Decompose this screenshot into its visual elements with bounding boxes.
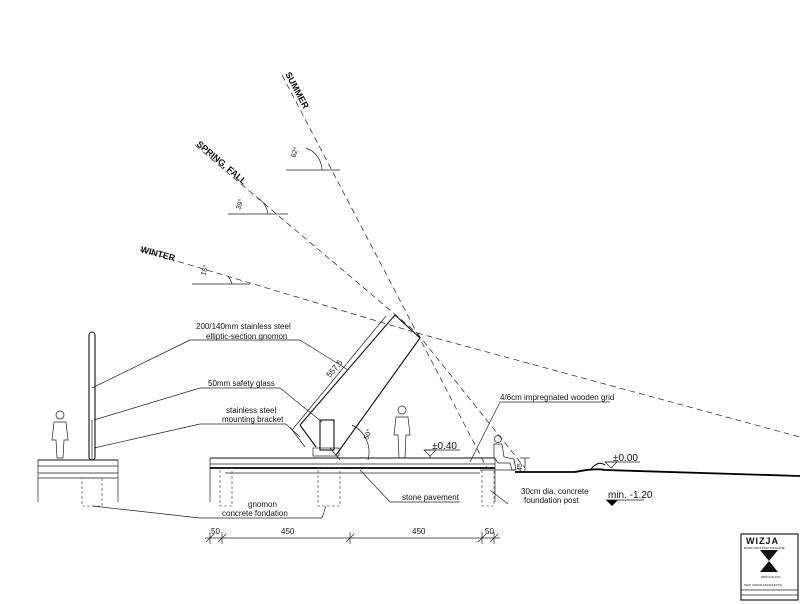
dimension-chain bbox=[205, 532, 500, 544]
left-platform bbox=[37, 459, 119, 507]
spring-fall-ray-label: SPRING, FALL bbox=[195, 139, 249, 187]
gnomon-label-1: 200/140mm stainless steel bbox=[196, 322, 291, 331]
left-gnomon-post bbox=[88, 331, 96, 461]
main-platform bbox=[209, 457, 515, 507]
title-block-line1: BIURO ARCHITEKTONICZNE bbox=[744, 546, 785, 550]
level-markers bbox=[423, 449, 644, 506]
level-zero: ±0.00 bbox=[613, 453, 638, 464]
glass-label: 50mm safety glass bbox=[208, 379, 275, 388]
level-plus040: ±0.40 bbox=[432, 441, 457, 452]
title-block bbox=[740, 533, 799, 601]
foundation-label-2: concrete fondation bbox=[222, 509, 288, 518]
sun-rays bbox=[139, 74, 801, 469]
bracket-label-1: stainless steel bbox=[226, 406, 276, 415]
leader-lines bbox=[91, 339, 610, 519]
dimension-1: 50 bbox=[211, 527, 220, 536]
gnomon bbox=[289, 314, 421, 461]
gnomon-angle: 50° bbox=[362, 428, 373, 441]
grid-label: 4/6cm impregnated wooden grid bbox=[500, 393, 614, 402]
human-figures bbox=[51, 405, 517, 471]
angle-markers bbox=[192, 147, 370, 461]
gnomon-label-2: elliptic-section gnomon bbox=[206, 332, 287, 341]
ground-line bbox=[515, 462, 801, 477]
dimension-2: 450 bbox=[281, 527, 295, 536]
summer-angle: 62° bbox=[289, 146, 300, 159]
winter-ray-label: WINTER bbox=[139, 244, 176, 263]
spring-fall-angle: 39° bbox=[234, 198, 245, 211]
title-block-logo: WIZJA bbox=[746, 536, 779, 546]
dimension-4: 50 bbox=[485, 527, 494, 536]
winter-angle: 15° bbox=[199, 264, 210, 277]
title-block-line2: NEW VISION ARCHITECTS bbox=[744, 583, 782, 587]
post-label-1: 30cm dia. concrete bbox=[521, 487, 589, 496]
title-block-line3: WROCŁAW 2007 bbox=[761, 576, 781, 579]
level-minus120: min. -1.20 bbox=[608, 490, 653, 501]
level-height-45: 45 bbox=[517, 463, 524, 471]
pavement-label: stone pavement bbox=[402, 493, 460, 502]
bracket-label-2: mounting bracket bbox=[222, 415, 284, 424]
foundation-label-1: gnomon bbox=[248, 500, 277, 509]
post-label-2: foundation post bbox=[524, 496, 579, 505]
dimension-3: 450 bbox=[412, 527, 426, 536]
